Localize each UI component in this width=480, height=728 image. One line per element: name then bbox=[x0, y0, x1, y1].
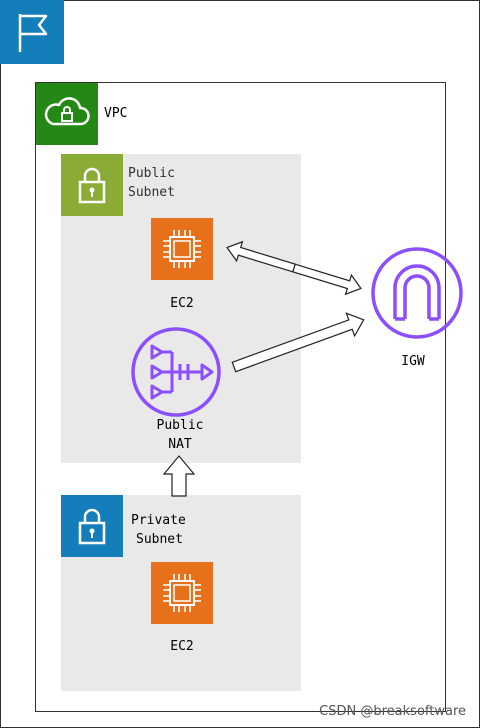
watermark-text: CSDN @breaksoftware bbox=[319, 704, 466, 719]
private-subnet-label-line2: Subnet bbox=[136, 532, 183, 547]
internet-gateway-icon bbox=[371, 247, 463, 339]
igw-node bbox=[370, 246, 464, 340]
private-to-nat-arrow bbox=[162, 455, 196, 497]
nat-gateway-icon bbox=[131, 327, 221, 417]
nat-label-line1: Public bbox=[156, 418, 204, 433]
ec2-private-node bbox=[151, 562, 213, 624]
cloud-lock-icon bbox=[44, 97, 90, 126]
ec2-public-label: EC2 bbox=[170, 296, 194, 311]
nat-label-line2: NAT bbox=[168, 437, 192, 452]
vpc-badge bbox=[36, 83, 98, 145]
public-subnet-badge bbox=[61, 154, 123, 216]
private-subnet-badge bbox=[61, 495, 123, 557]
vpc-label: VPC bbox=[104, 106, 128, 121]
igw-label: IGW bbox=[401, 354, 425, 369]
public-subnet-label-line2: Subnet bbox=[128, 185, 175, 200]
nat-gateway-node bbox=[130, 326, 222, 418]
vpc-container bbox=[35, 82, 446, 712]
ec2-chip-icon bbox=[163, 230, 201, 268]
nat-igw-arrow bbox=[231, 312, 365, 373]
lock-icon bbox=[78, 167, 106, 204]
lock-icon bbox=[78, 508, 106, 545]
ec2-chip-icon bbox=[163, 574, 201, 612]
ec2-public-node bbox=[151, 218, 213, 280]
private-subnet-label-line1: Private bbox=[131, 513, 186, 528]
ec2-private-label: EC2 bbox=[170, 639, 194, 654]
ec2-igw-double-arrow bbox=[226, 240, 362, 296]
public-subnet-label-line1: Public bbox=[128, 166, 175, 181]
flag-icon bbox=[18, 14, 48, 52]
account-flag-badge bbox=[0, 0, 64, 64]
